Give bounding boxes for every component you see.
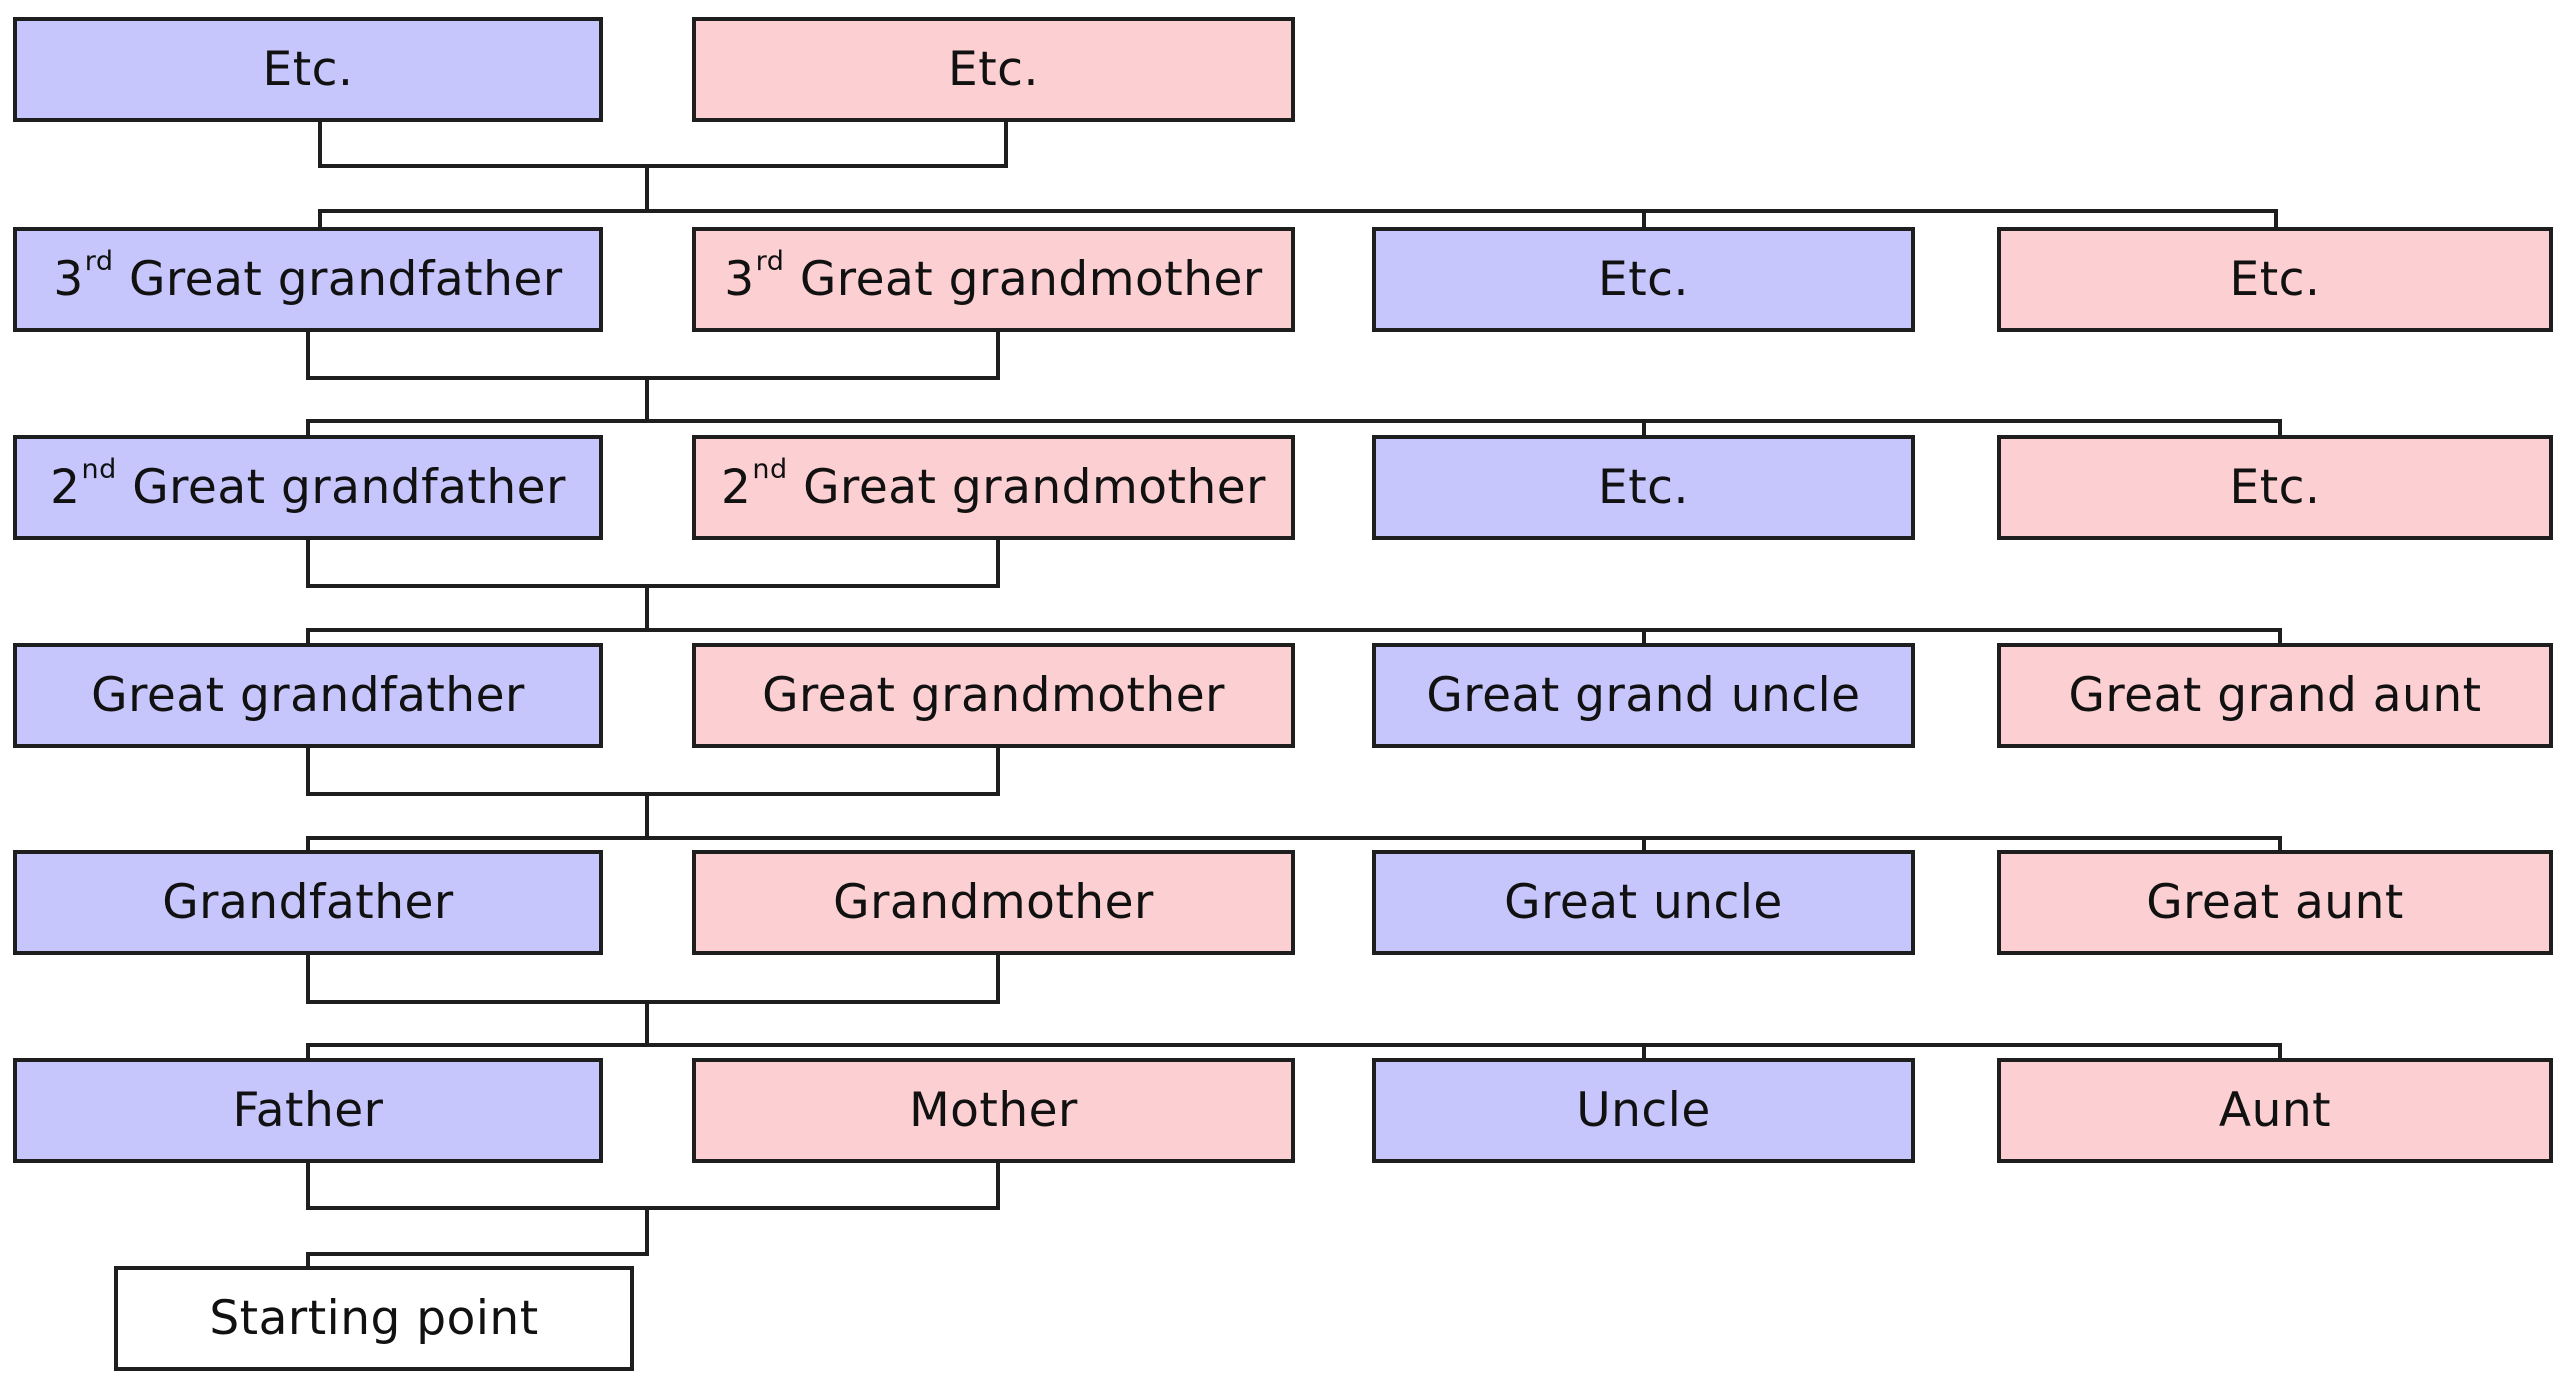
generation-number: 2 (50, 460, 81, 515)
person-label: Grandfather (162, 875, 454, 930)
person-label: Etc. (2229, 460, 2321, 515)
ordinal-suffix: rd (84, 246, 114, 277)
person-label: Uncle (1576, 1083, 1711, 1138)
person-label: Great grandfather (113, 252, 563, 307)
couple-connector (306, 332, 1000, 380)
sibling-connector (306, 419, 2282, 435)
couple-connector (306, 540, 1000, 588)
sibling-connector (306, 836, 2282, 850)
couple-connector (306, 748, 1000, 796)
ordinal-suffix: nd (752, 454, 788, 485)
person-label: Etc. (262, 42, 354, 97)
person-grandmother: Grandmother (692, 850, 1295, 955)
person-label: Starting point (209, 1291, 539, 1346)
person-great-grandfather: Great grandfather (13, 643, 603, 748)
person-mother: Mother (692, 1058, 1295, 1163)
person-label: Great grandmother (787, 460, 1266, 515)
person-etc-male-top: Etc. (13, 17, 603, 122)
person-label: Mother (909, 1083, 1078, 1138)
ordinal-suffix: rd (755, 246, 785, 277)
person-label: Father (232, 1083, 384, 1138)
person-grandfather: Grandfather (13, 850, 603, 955)
person-label: Great uncle (1504, 875, 1783, 930)
person-label: Great grandfather (116, 460, 566, 515)
person-etc-female-top: Etc. (692, 17, 1295, 122)
person-great-grand-aunt: Great grand aunt (1997, 643, 2553, 748)
couple-connector (306, 955, 1000, 1004)
person-etc-female-row3: Etc. (1997, 435, 2553, 540)
person-label: Great aunt (2146, 875, 2404, 930)
person-label: Etc. (2229, 252, 2321, 307)
person-etc-female-row2: Etc. (1997, 227, 2553, 332)
person-etc-male-row3: Etc. (1372, 435, 1915, 540)
sibling-connector (318, 209, 2278, 227)
person-father: Father (13, 1058, 603, 1163)
person-label: Aunt (2218, 1083, 2332, 1138)
person-uncle: Uncle (1372, 1058, 1915, 1163)
person-label: Etc. (1598, 252, 1689, 307)
descent-connector (306, 1208, 649, 1266)
ordinal-suffix: nd (81, 454, 117, 485)
person-label: Great grandmother (762, 668, 1225, 723)
person-starting-point: Starting point (114, 1266, 634, 1371)
sibling-connector (306, 628, 2282, 643)
generation-number: 3 (53, 252, 84, 307)
person-label: Great grandmother (784, 252, 1263, 307)
person-label: Etc. (1598, 460, 1689, 515)
sibling-connector (306, 1043, 2282, 1058)
generation-number: 3 (724, 252, 755, 307)
person-aunt: Aunt (1997, 1058, 2553, 1163)
person-etc-male-row2: Etc. (1372, 227, 1915, 332)
person-great-uncle: Great uncle (1372, 850, 1915, 955)
generation-number: 2 (721, 460, 752, 515)
person-label: Great grandfather (91, 668, 525, 723)
person-label: Etc. (948, 42, 1039, 97)
person-label: Great grand aunt (2068, 668, 2482, 723)
person-label: Grandmother (833, 875, 1154, 930)
couple-connector (318, 122, 1008, 168)
person-great-grand-uncle: Great grand uncle (1372, 643, 1915, 748)
couple-connector (306, 1163, 1000, 1210)
person-label: Great grand uncle (1426, 668, 1861, 723)
person-great-aunt: Great aunt (1997, 850, 2553, 955)
person-great-grandmother: Great grandmother (692, 643, 1295, 748)
